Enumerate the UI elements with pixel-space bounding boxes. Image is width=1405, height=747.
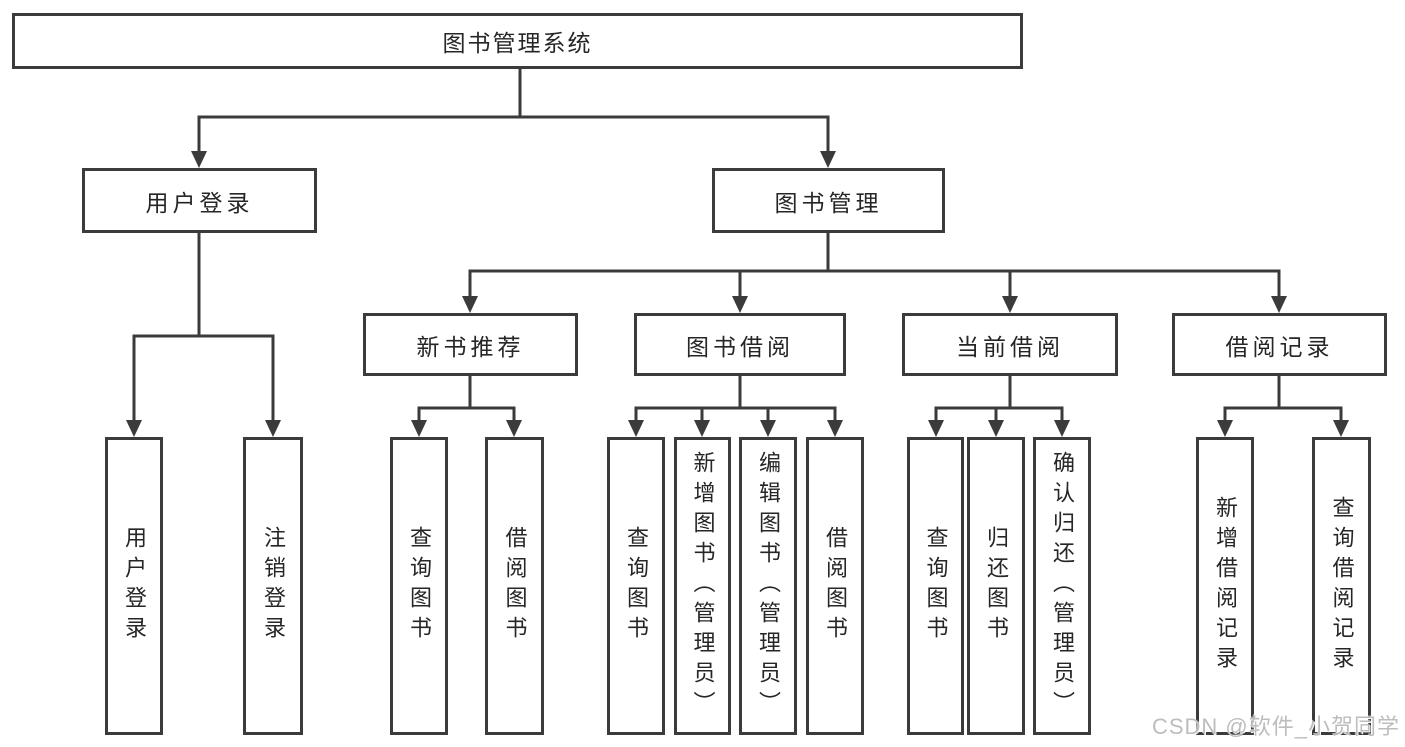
node-borrow-records-label: 借阅记录 [1225,333,1334,360]
node-current-borrow-label: 当前借阅 [956,333,1064,360]
node-book-management-label: 图书管理 [774,189,883,216]
connector-new-book-recommend-to-leaves [411,376,522,437]
node-book-borrow-label: 图书借阅 [686,333,794,360]
node-book-management: 图书管理 [712,168,945,233]
node-root: 图书管理系统 [12,13,1023,69]
leaf-query-book-recommend: 查询图书 [390,437,448,735]
leaf-logout-label: 注销登录 [261,526,286,646]
leaf-add-book-admin: 新增图书（管理员） [674,437,731,735]
leaf-confirm-return-admin: 确认归还（管理员） [1033,437,1091,735]
leaf-add-borrow-record-label: 新增借阅记录 [1213,496,1238,676]
leaf-query-borrow-record: 查询借阅记录 [1312,437,1371,735]
leaf-query-book-borrow-label: 查询图书 [624,526,649,646]
leaf-logout: 注销登录 [243,437,303,735]
leaf-borrow-book-label: 借阅图书 [823,526,848,646]
leaf-query-book-borrow: 查询图书 [607,437,665,735]
node-root-label: 图书管理系统 [442,30,593,56]
connector-borrow-records-to-leaves [1217,376,1349,437]
leaf-return-book: 归还图书 [967,437,1025,735]
leaf-user-login-label: 用户登录 [122,526,147,646]
node-book-borrow: 图书借阅 [634,313,846,376]
leaf-query-book-recommend-label: 查询图书 [407,526,432,646]
leaf-edit-book-admin: 编辑图书（管理员） [739,437,797,735]
node-user-login: 用户登录 [82,168,317,233]
leaf-query-book-current-label: 查询图书 [923,526,949,646]
connector-root-to-level1 [191,69,836,168]
csdn-watermark: CSDN @软件_小贺同学 [1151,714,1400,739]
leaf-borrow-book-recommend-label: 借阅图书 [502,526,528,646]
node-user-login-label: 用户登录 [145,189,254,216]
connector-book-management-to-level2 [462,233,1287,313]
leaf-return-book-label: 归还图书 [984,526,1009,646]
leaf-confirm-return-admin-label: 确认归还（管理员） [1050,451,1075,721]
connector-current-borrow-to-leaves [928,376,1070,437]
leaf-borrow-book-recommend: 借阅图书 [485,437,544,735]
leaf-query-book-current: 查询图书 [907,437,964,735]
leaf-add-book-admin-label: 新增图书（管理员） [690,451,716,721]
connector-book-borrow-to-leaves [628,376,843,437]
leaf-query-borrow-record-label: 查询借阅记录 [1329,496,1355,676]
leaf-user-login: 用户登录 [105,437,163,735]
node-borrow-records: 借阅记录 [1172,313,1387,376]
leaf-borrow-book: 借阅图书 [806,437,864,735]
node-current-borrow: 当前借阅 [902,313,1118,376]
node-new-book-recommend-label: 新书推荐 [416,333,525,360]
leaf-edit-book-admin-label: 编辑图书（管理员） [756,451,781,721]
connector-user-login-to-leaves [126,233,281,437]
leaf-add-borrow-record: 新增借阅记录 [1196,437,1254,735]
node-new-book-recommend: 新书推荐 [363,313,578,376]
